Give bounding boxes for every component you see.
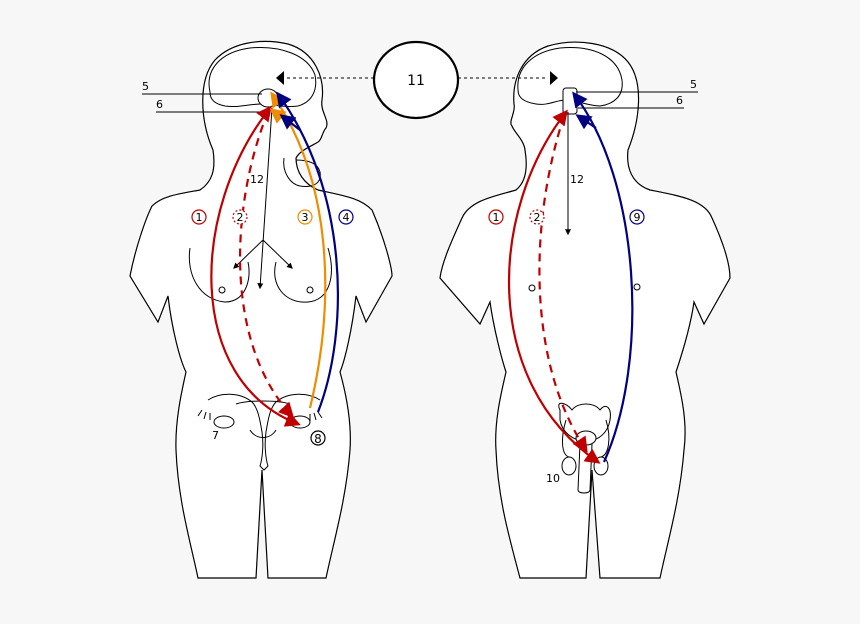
female-nipple-right <box>306 286 314 294</box>
male-hypothalamus <box>562 87 578 115</box>
male-brain <box>517 47 623 107</box>
female-brain <box>208 46 317 108</box>
male-figure <box>439 41 731 579</box>
dotted-link-left-head <box>276 71 284 85</box>
male-navy-arrow-2 <box>575 114 597 130</box>
male-hormone-2: 2 <box>534 211 541 224</box>
female-pathways: 5 6 12 1 2 3 4 7 8 <box>142 80 354 446</box>
female-hormone-1-circle <box>191 209 207 225</box>
female-breast-left <box>188 247 250 303</box>
female-red-dashed-arrow <box>238 111 295 419</box>
male-penis <box>577 443 593 494</box>
female-hormone-2: 2 <box>237 211 244 224</box>
male-body-outline <box>439 41 731 579</box>
male-navy-arrow <box>572 91 634 463</box>
female-hormone-4: 4 <box>343 211 350 224</box>
female-fimbriae-right <box>309 411 323 421</box>
dotted-link-right-head <box>550 71 558 85</box>
female-orange-arrow <box>270 91 327 409</box>
center-label: 11 <box>407 73 425 89</box>
male-hormone-9: 9 <box>634 211 641 224</box>
female-label-6: 6 <box>156 98 163 111</box>
male-label-6: 6 <box>676 94 683 107</box>
female-ovary-left <box>213 415 235 429</box>
female-navy-arrow-2 <box>279 114 301 131</box>
female-ovary-label: 7 <box>212 429 219 442</box>
male-axis-label: 12 <box>570 173 584 186</box>
male-pathways: 5 6 12 1 2 9 10 <box>488 78 698 485</box>
male-hormone-2-circle <box>529 209 545 225</box>
female-fimbriae-left <box>197 409 211 420</box>
male-prostate <box>575 430 597 446</box>
female-red-solid-arrow <box>210 105 301 427</box>
male-testis-left <box>561 456 577 476</box>
female-hormone-3: 3 <box>302 211 309 224</box>
male-nipple-right <box>633 283 641 291</box>
male-nipple-left <box>528 284 536 292</box>
female-hormone-3-circle <box>297 209 313 225</box>
male-label-5: 5 <box>690 78 697 91</box>
center-ellipse <box>372 40 460 120</box>
male-red-solid-arrow <box>507 109 601 464</box>
male-hormone-9-circle <box>629 209 645 225</box>
female-nipple-left <box>218 286 226 294</box>
center-node: 11 <box>276 40 558 120</box>
female-hormone-4-circle <box>338 209 354 225</box>
female-navy-arrow <box>276 91 339 413</box>
female-label-5: 5 <box>142 80 149 93</box>
male-testis-label: 10 <box>546 472 560 485</box>
female-hormone-2-circle <box>232 209 248 225</box>
female-axis-label: 12 <box>250 173 264 186</box>
male-hormone-1-circle <box>488 209 504 225</box>
female-target-label: 8 <box>314 432 322 446</box>
male-red-dashed-arrow <box>538 115 588 453</box>
male-hormone-1: 1 <box>493 211 500 224</box>
female-target-circle <box>310 430 326 446</box>
female-hormone-1: 1 <box>196 211 203 224</box>
